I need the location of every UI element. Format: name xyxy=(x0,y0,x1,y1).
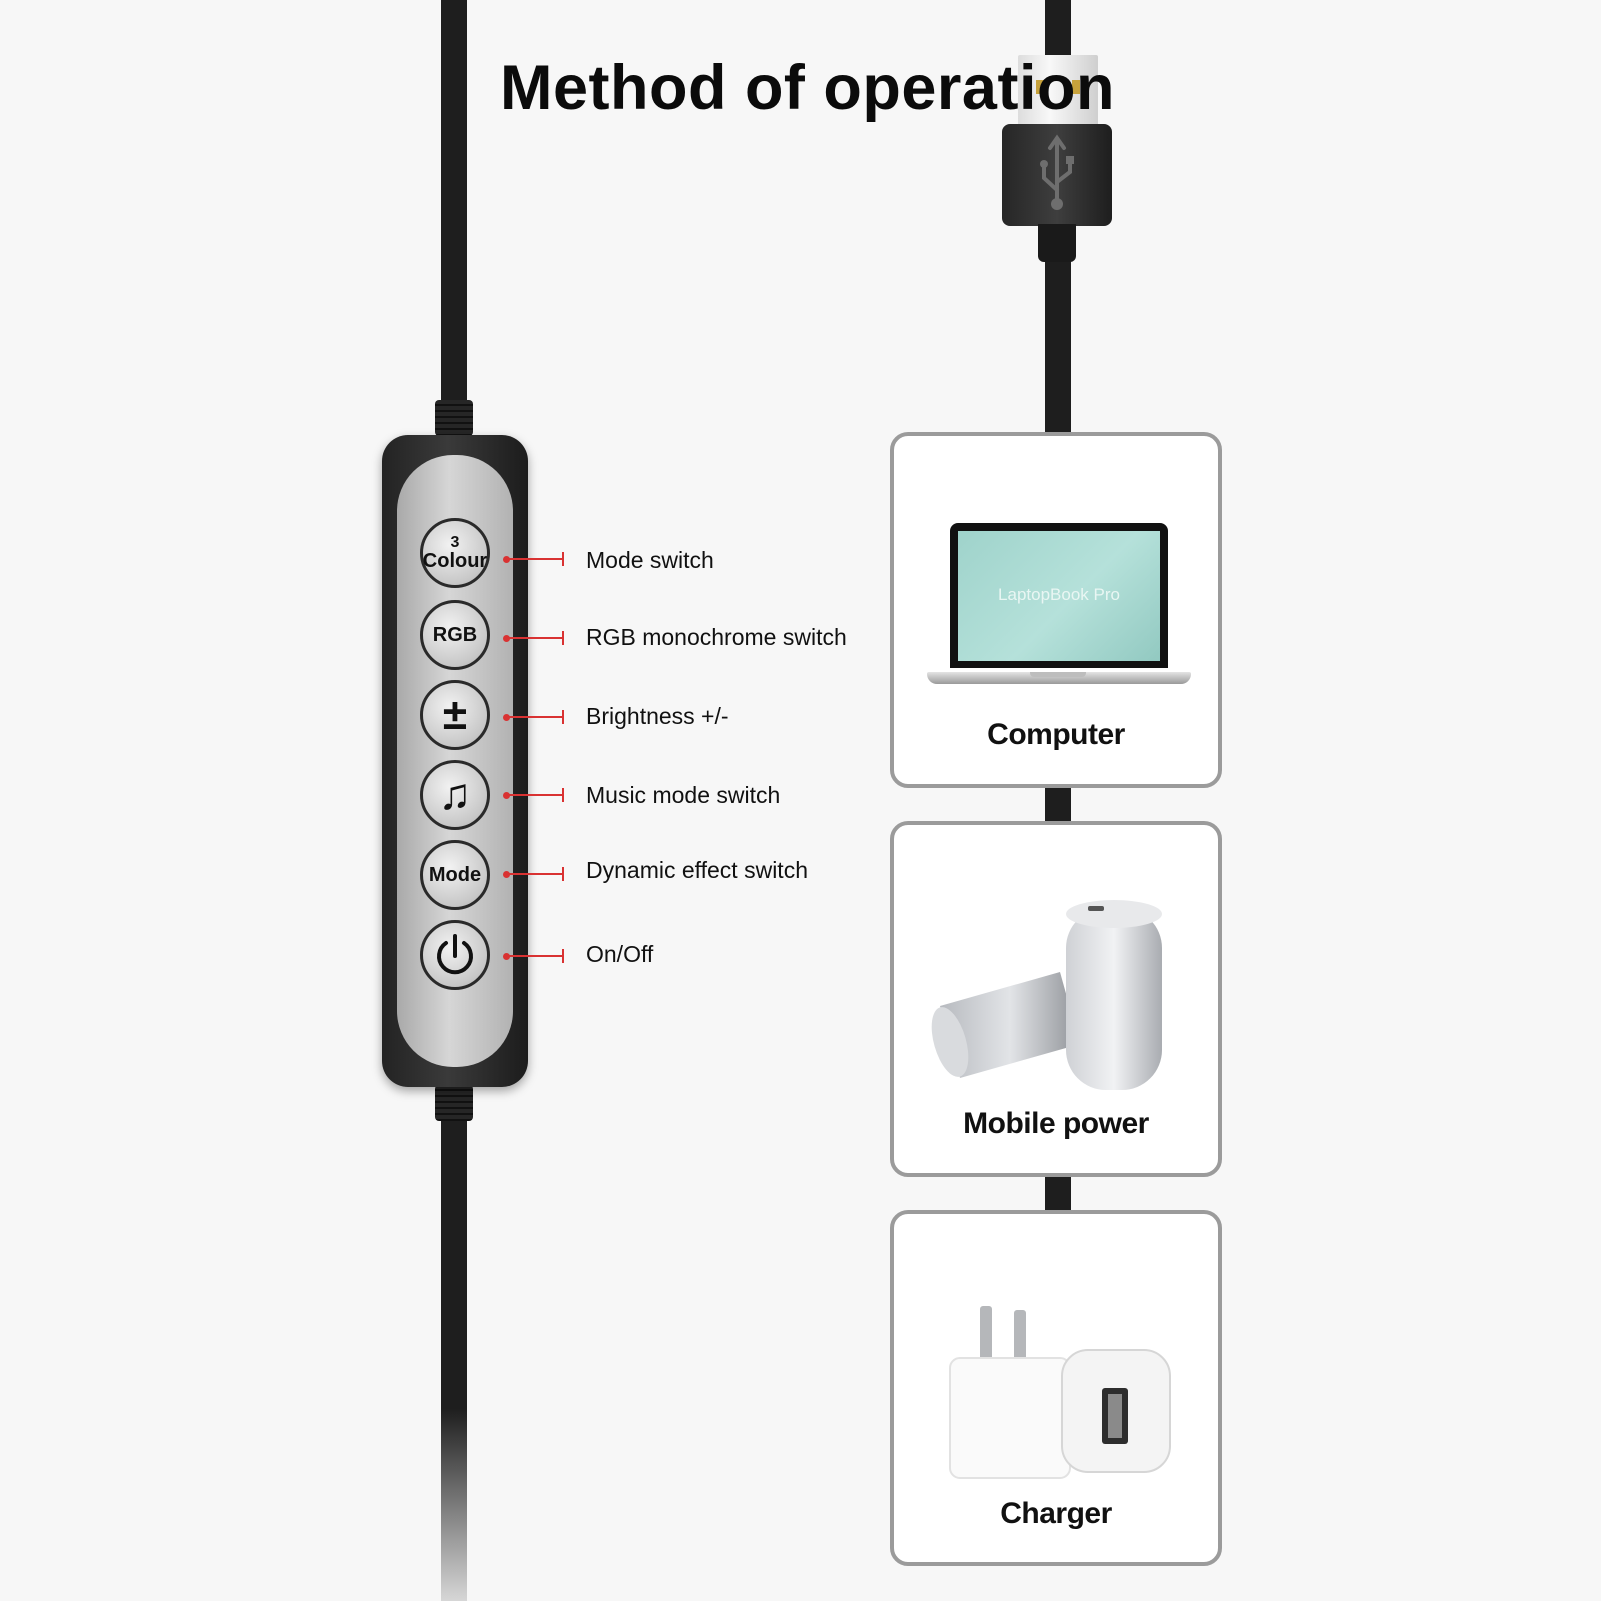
usb-plug-head xyxy=(1002,124,1112,226)
power-button[interactable] xyxy=(420,920,490,990)
power-icon xyxy=(437,934,473,975)
three-colour-button[interactable]: 3 Colour xyxy=(420,518,490,588)
music-note-icon: ♫ xyxy=(438,770,472,819)
label-rgb-switch: RGB monochrome switch xyxy=(586,624,847,650)
label-mode-switch: Mode switch xyxy=(586,547,714,573)
callout-tick xyxy=(562,631,564,645)
button-text: RGB xyxy=(432,624,478,646)
card-label-computer: Computer xyxy=(987,718,1125,751)
power-bank-icon xyxy=(931,900,1162,1090)
card-label-mobile-power: Mobile power xyxy=(963,1107,1149,1140)
laptop-base xyxy=(927,672,1191,684)
rgb-button[interactable]: RGB xyxy=(420,600,490,670)
card-label-charger: Charger xyxy=(1000,1497,1112,1530)
music-mode-button[interactable]: ♫ xyxy=(420,760,490,830)
laptop-hinge xyxy=(1030,672,1086,677)
label-dynamic-effect: Dynamic effect switch xyxy=(586,857,808,883)
callout-line xyxy=(506,873,564,875)
callout-tick xyxy=(562,710,564,724)
callout-line xyxy=(506,955,564,957)
usb-pin xyxy=(1036,80,1044,94)
usb-plug-neck xyxy=(1038,224,1076,262)
callout-tick xyxy=(562,949,564,963)
mode-button[interactable]: Mode xyxy=(420,840,490,910)
callout-line xyxy=(506,558,564,560)
callout-tick xyxy=(562,552,564,566)
usb-connector-metal xyxy=(1018,55,1098,127)
label-music-mode: Music mode switch xyxy=(586,782,781,808)
page-title: Method of operation xyxy=(500,53,1115,123)
button-text: Colour xyxy=(422,550,488,572)
strain-relief-bottom xyxy=(435,1085,473,1121)
callout-line xyxy=(506,794,564,796)
laptop-brand-text: LaptopBook Pro xyxy=(998,585,1120,604)
plus-minus-icon: ± xyxy=(442,690,468,739)
callout-line xyxy=(506,716,564,718)
callout-tick xyxy=(562,788,564,802)
button-text: 3 xyxy=(450,534,460,551)
laptop-display xyxy=(958,531,1160,661)
button-text: Mode xyxy=(428,864,482,886)
label-brightness: Brightness +/- xyxy=(586,703,729,729)
callout-tick xyxy=(562,867,564,881)
charger-icon xyxy=(949,1306,1171,1479)
label-on-off: On/Off xyxy=(586,941,654,967)
usb-pin xyxy=(1072,80,1080,94)
brightness-button[interactable]: ± xyxy=(420,680,490,750)
strain-relief-top xyxy=(435,400,473,436)
usb-icon xyxy=(1040,134,1074,210)
callout-line xyxy=(506,637,564,639)
